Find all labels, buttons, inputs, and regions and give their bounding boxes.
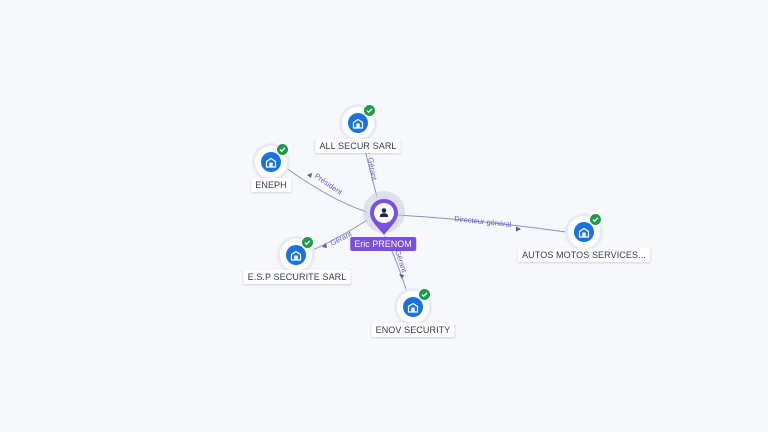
edge-eneph	[281, 164, 368, 213]
verified-check-icon	[363, 104, 376, 117]
building-icon	[286, 245, 306, 265]
company-name-label[interactable]: AUTOS MOTOS SERVICES...	[518, 248, 650, 262]
company-name-label[interactable]: ENEPH	[251, 178, 291, 192]
edge-arrow-enov-security	[399, 274, 404, 279]
edge-label-eneph: Président	[313, 171, 345, 197]
company-name-label[interactable]: E.S.P SECURITE SARL	[243, 270, 351, 284]
edge-label-autos-motos: Directeur général	[454, 214, 512, 229]
edge-arrow-eneph	[307, 173, 312, 178]
building-icon	[261, 152, 281, 172]
edge-autos-motos	[396, 214, 567, 233]
edge-arrow-autos-motos	[516, 226, 521, 232]
person-icon	[379, 208, 389, 217]
building-icon	[403, 297, 423, 317]
verified-check-icon	[418, 288, 431, 301]
person-node[interactable]	[369, 198, 399, 236]
edge-label-all-secur: Gérant	[366, 157, 379, 182]
verified-check-icon	[301, 236, 314, 249]
person-name-label[interactable]: Eric PRENOM	[350, 237, 416, 251]
verified-check-icon	[276, 143, 289, 156]
verified-check-icon	[589, 213, 602, 226]
company-name-label[interactable]: ENOV SECURITY	[371, 323, 455, 337]
building-icon	[574, 222, 594, 242]
building-icon	[348, 113, 368, 133]
company-name-label[interactable]: ALL SECUR SARL	[315, 139, 401, 153]
edge-arrow-esp-securite	[322, 243, 327, 248]
edge-label-enov-security: Gérant	[393, 249, 409, 274]
